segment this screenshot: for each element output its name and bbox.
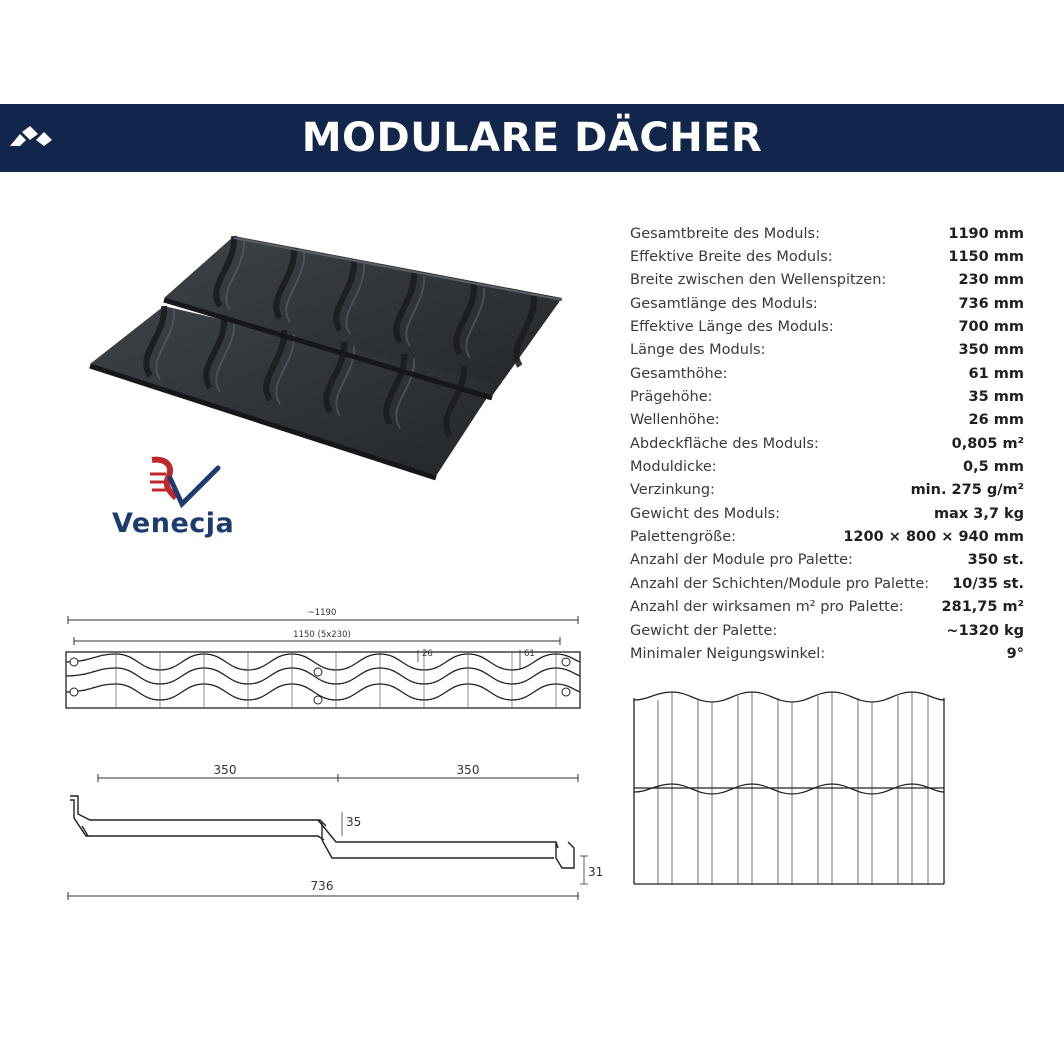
spec-label: Gewicht des Moduls:	[630, 505, 781, 522]
side-view-drawing: 350 350 35 31 736	[67, 763, 603, 900]
spec-value: 1190 mm	[948, 225, 1024, 242]
spec-value: 1200 × 800 × 940 mm	[843, 529, 1024, 546]
spec-value: 1150 mm	[948, 249, 1024, 266]
front-view-drawing: ~1190 1150 (5x230) 26 61	[65, 608, 581, 709]
length-a-label: 350	[214, 763, 237, 777]
spec-row: Effektive Breite des Moduls: 1150 mm	[630, 245, 1024, 268]
spec-value: 0,5 mm	[963, 459, 1024, 476]
spec-label: Anzahl der wirksamen m² pro Palette:	[630, 599, 904, 616]
spec-value: ~1320 kg	[946, 622, 1024, 639]
spec-label: Moduldicke:	[630, 459, 717, 476]
spec-row: Gesamtbreite des Moduls: 1190 mm	[630, 222, 1024, 245]
spec-value: 736 mm	[958, 295, 1024, 312]
spec-row: Minimaler Neigungswinkel: 9°	[630, 642, 1024, 665]
spec-row: Verzinkung: min. 275 g/m²	[630, 479, 1024, 502]
spec-value: 700 mm	[958, 319, 1024, 336]
brand-name: Venecja	[112, 508, 235, 539]
total-length-label: 736	[311, 879, 334, 893]
spec-row: Länge des Moduls: 350 mm	[630, 339, 1024, 362]
effective-width-label: 1150 (5x230)	[293, 630, 351, 640]
spec-row: Abdeckfläche des Moduls: 0,805 m²	[630, 432, 1024, 455]
spec-label: Abdeckfläche des Moduls:	[630, 435, 819, 452]
spec-label: Verzinkung:	[630, 482, 715, 499]
spec-label: Minimaler Neigungswinkel:	[630, 645, 826, 662]
roof-tile-image	[89, 235, 563, 481]
spec-label: Anzahl der Schichten/Module pro Palette:	[630, 575, 930, 592]
spec-row: Palettengröße: 1200 × 800 × 940 mm	[630, 525, 1024, 548]
spec-row: Anzahl der Schichten/Module pro Palette:…	[630, 572, 1024, 595]
header-banner: MODULARE DÄCHER	[0, 104, 1064, 172]
wave-height-label: 26	[422, 649, 433, 659]
spec-row: Gesamtlänge des Moduls: 736 mm	[630, 292, 1024, 315]
page-title: MODULARE DÄCHER	[301, 115, 763, 161]
spec-label: Gesamtbreite des Moduls:	[630, 225, 820, 242]
total-height-label: 61	[524, 649, 535, 659]
step-label: 35	[346, 815, 361, 829]
spec-label: Breite zwischen den Wellenspitzen:	[630, 272, 887, 289]
spec-value: max 3,7 kg	[933, 505, 1024, 522]
spec-label: Prägehöhe:	[630, 389, 713, 406]
spec-label: Gesamthöhe:	[630, 365, 728, 382]
spec-value: 61 mm	[968, 365, 1024, 382]
end-height-label: 31	[588, 865, 603, 879]
spec-label: Effektive Länge des Moduls:	[630, 319, 834, 336]
spec-label: Gewicht der Palette:	[630, 622, 778, 639]
spec-label: Effektive Breite des Moduls:	[630, 249, 833, 266]
spec-row: Gewicht der Palette: ~1320 kg	[630, 619, 1024, 642]
spec-value: 35 mm	[968, 389, 1024, 406]
spec-row: Gewicht des Moduls: max 3,7 kg	[630, 502, 1024, 525]
spec-label: Länge des Moduls:	[630, 342, 766, 359]
spec-value: 9°	[1006, 645, 1024, 662]
spec-row: Gesamthöhe: 61 mm	[630, 362, 1024, 385]
spec-value: 350 st.	[967, 552, 1024, 569]
spec-row: Effektive Länge des Moduls: 700 mm	[630, 315, 1024, 338]
spec-value: 26 mm	[968, 412, 1024, 429]
spec-row: Anzahl der wirksamen m² pro Palette: 281,…	[630, 596, 1024, 619]
total-width-label: ~1190	[308, 608, 337, 618]
spec-label: Anzahl der Module pro Palette:	[630, 552, 853, 569]
spec-row: Anzahl der Module pro Palette: 350 st.	[630, 549, 1024, 572]
spec-value: 350 mm	[958, 342, 1024, 359]
spec-row: Wellenhöhe: 26 mm	[630, 409, 1024, 432]
brand-logo-icon	[150, 456, 221, 509]
brand-mountain-icon	[10, 126, 52, 146]
spec-label: Palettengröße:	[630, 529, 737, 546]
length-b-label: 350	[457, 763, 480, 777]
specs-table: Gesamtbreite des Moduls: 1190 mm Effektive…	[630, 222, 1024, 666]
spec-value: 10/35 st.	[952, 575, 1024, 592]
spec-row: Moduldicke: 0,5 mm	[630, 455, 1024, 478]
spec-label: Wellenhöhe:	[630, 412, 720, 429]
spec-value: min. 275 g/m²	[910, 482, 1024, 499]
spec-value: 230 mm	[958, 272, 1024, 289]
spec-value: 281,75 m²	[941, 599, 1024, 616]
top-view-drawing	[633, 691, 945, 885]
spec-value: 0,805 m²	[951, 435, 1024, 452]
spec-row: Breite zwischen den Wellenspitzen: 230 mm	[630, 269, 1024, 292]
spec-row: Prägehöhe: 35 mm	[630, 385, 1024, 408]
spec-label: Gesamtlänge des Moduls:	[630, 295, 818, 312]
